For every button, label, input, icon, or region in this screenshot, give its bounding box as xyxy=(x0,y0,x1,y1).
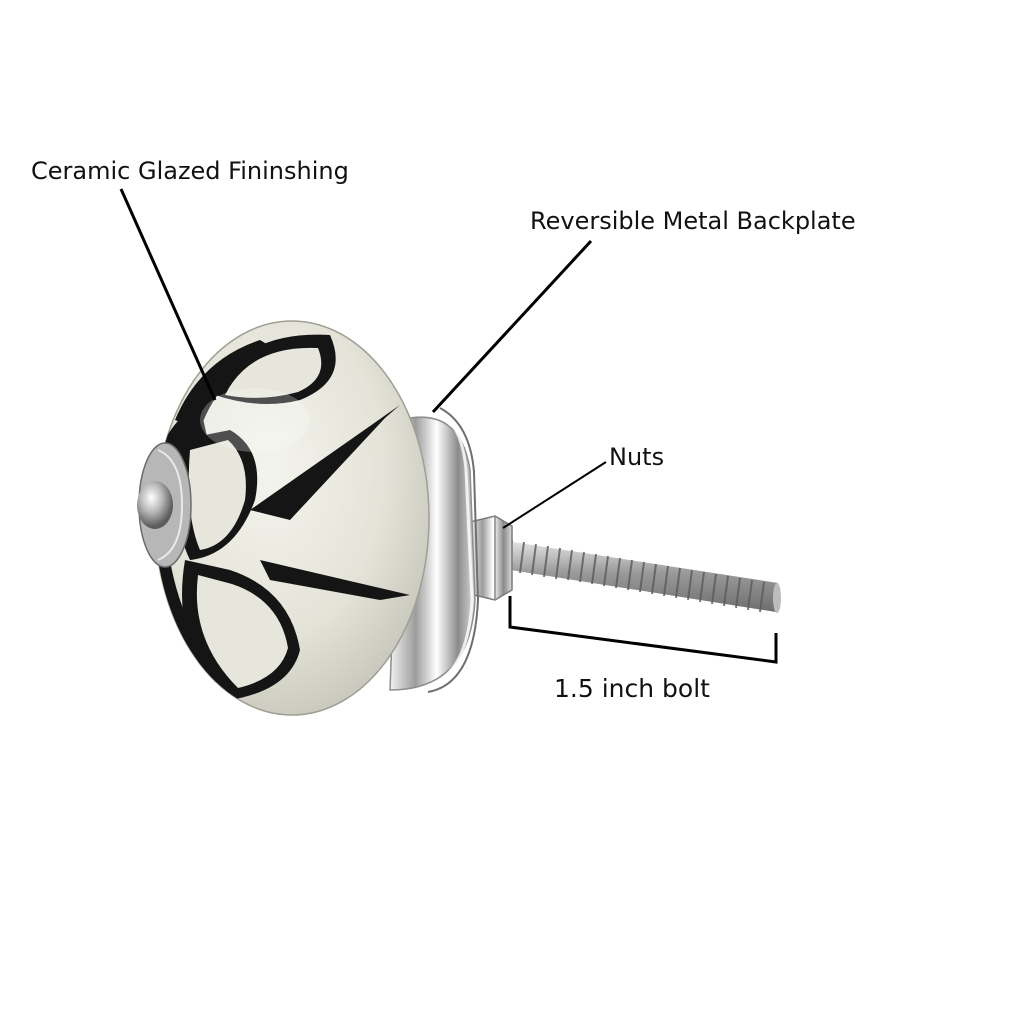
label-reversible-metal-backplate: Reversible Metal Backplate xyxy=(530,207,856,235)
label-nuts: Nuts xyxy=(609,443,665,471)
callout-line-nuts xyxy=(502,461,607,529)
label-ceramic-glazed-finishing: Ceramic Glazed Fininshing xyxy=(31,157,349,185)
label-bolt-length: 1.5 inch bolt xyxy=(554,674,710,703)
bolt-length-bracket xyxy=(508,596,778,664)
callout-lines xyxy=(119,188,778,664)
callout-line-ceramic xyxy=(119,188,217,401)
metal-cap xyxy=(137,442,192,568)
bolt xyxy=(498,539,781,613)
ceramic-knob xyxy=(154,320,430,716)
callout-line-backplate xyxy=(431,239,593,414)
